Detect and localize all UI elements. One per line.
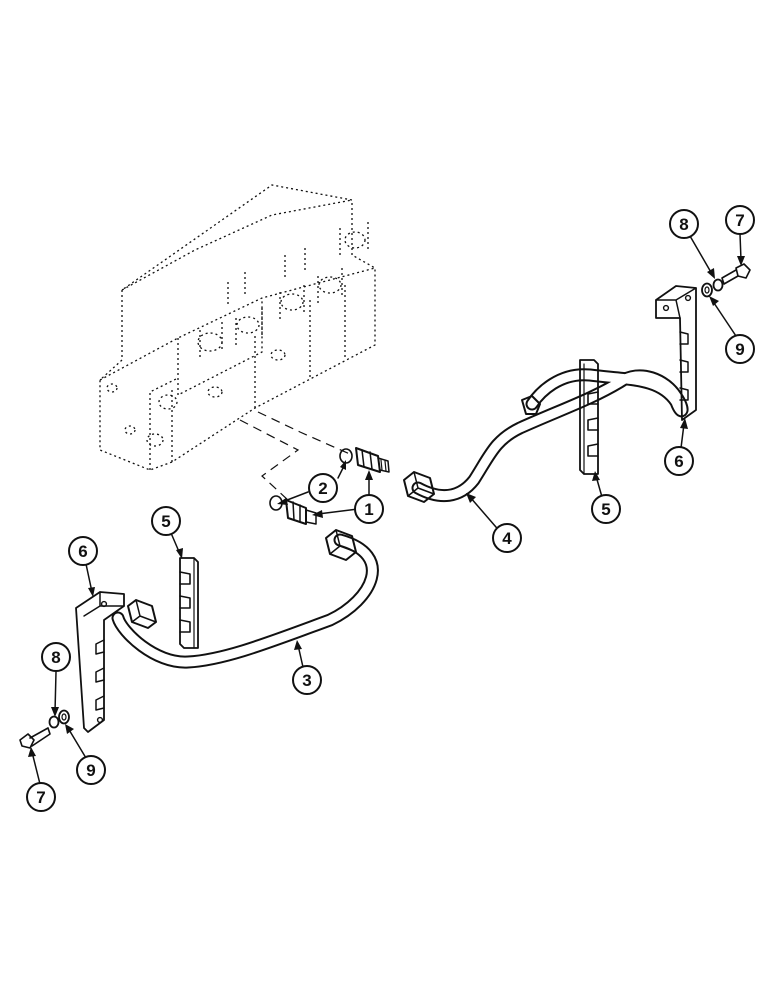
svg-text:4: 4 [502,529,512,548]
callout-2: 2 [308,473,338,503]
adapter-fitting-lower [269,495,317,525]
svg-text:6: 6 [78,542,87,561]
svg-text:1: 1 [364,500,373,519]
svg-text:2: 2 [318,479,327,498]
svg-text:8: 8 [51,648,60,667]
callout-9-left: 9 [76,755,106,785]
port-leader-lines [239,411,353,501]
callout-5-right: 5 [591,494,621,524]
clamp-5-left [179,557,199,649]
callout-8-left: 8 [41,642,71,672]
svg-text:9: 9 [735,340,744,359]
clamp-5-right [579,359,599,475]
callout-7-right: 7 [725,205,755,235]
callout-3: 3 [292,665,322,695]
callout-9-right: 9 [725,334,755,364]
callout-leaders [28,233,745,785]
flat-washer-9-right [701,282,713,298]
bracket-6-right [655,285,697,421]
lock-washer-8-left [48,715,60,729]
svg-text:5: 5 [601,500,610,519]
svg-text:7: 7 [735,211,744,230]
bolt-7-left [19,727,51,749]
svg-text:8: 8 [679,215,688,234]
callout-5-left: 5 [151,506,181,536]
callout-6-right: 6 [664,446,694,476]
svg-text:7: 7 [36,788,45,807]
svg-text:6: 6 [674,452,683,471]
adapter-fitting-upper [339,447,390,473]
flat-washer-9-left [58,709,70,725]
lock-washer-8-right [712,278,724,292]
callout-6-left: 6 [68,536,98,566]
control-valve-block [99,184,376,471]
svg-text:3: 3 [302,671,311,690]
callout-7-left: 7 [26,782,56,812]
pipe-3 [111,529,379,669]
callout-1: 1 [354,494,384,524]
svg-text:5: 5 [161,512,170,531]
bolt-7-right [721,263,751,285]
svg-text:9: 9 [86,761,95,780]
pipe-4 [403,368,689,503]
bracket-6-left [75,591,125,733]
callout-8-right: 8 [669,209,699,239]
callout-4: 4 [492,523,522,553]
